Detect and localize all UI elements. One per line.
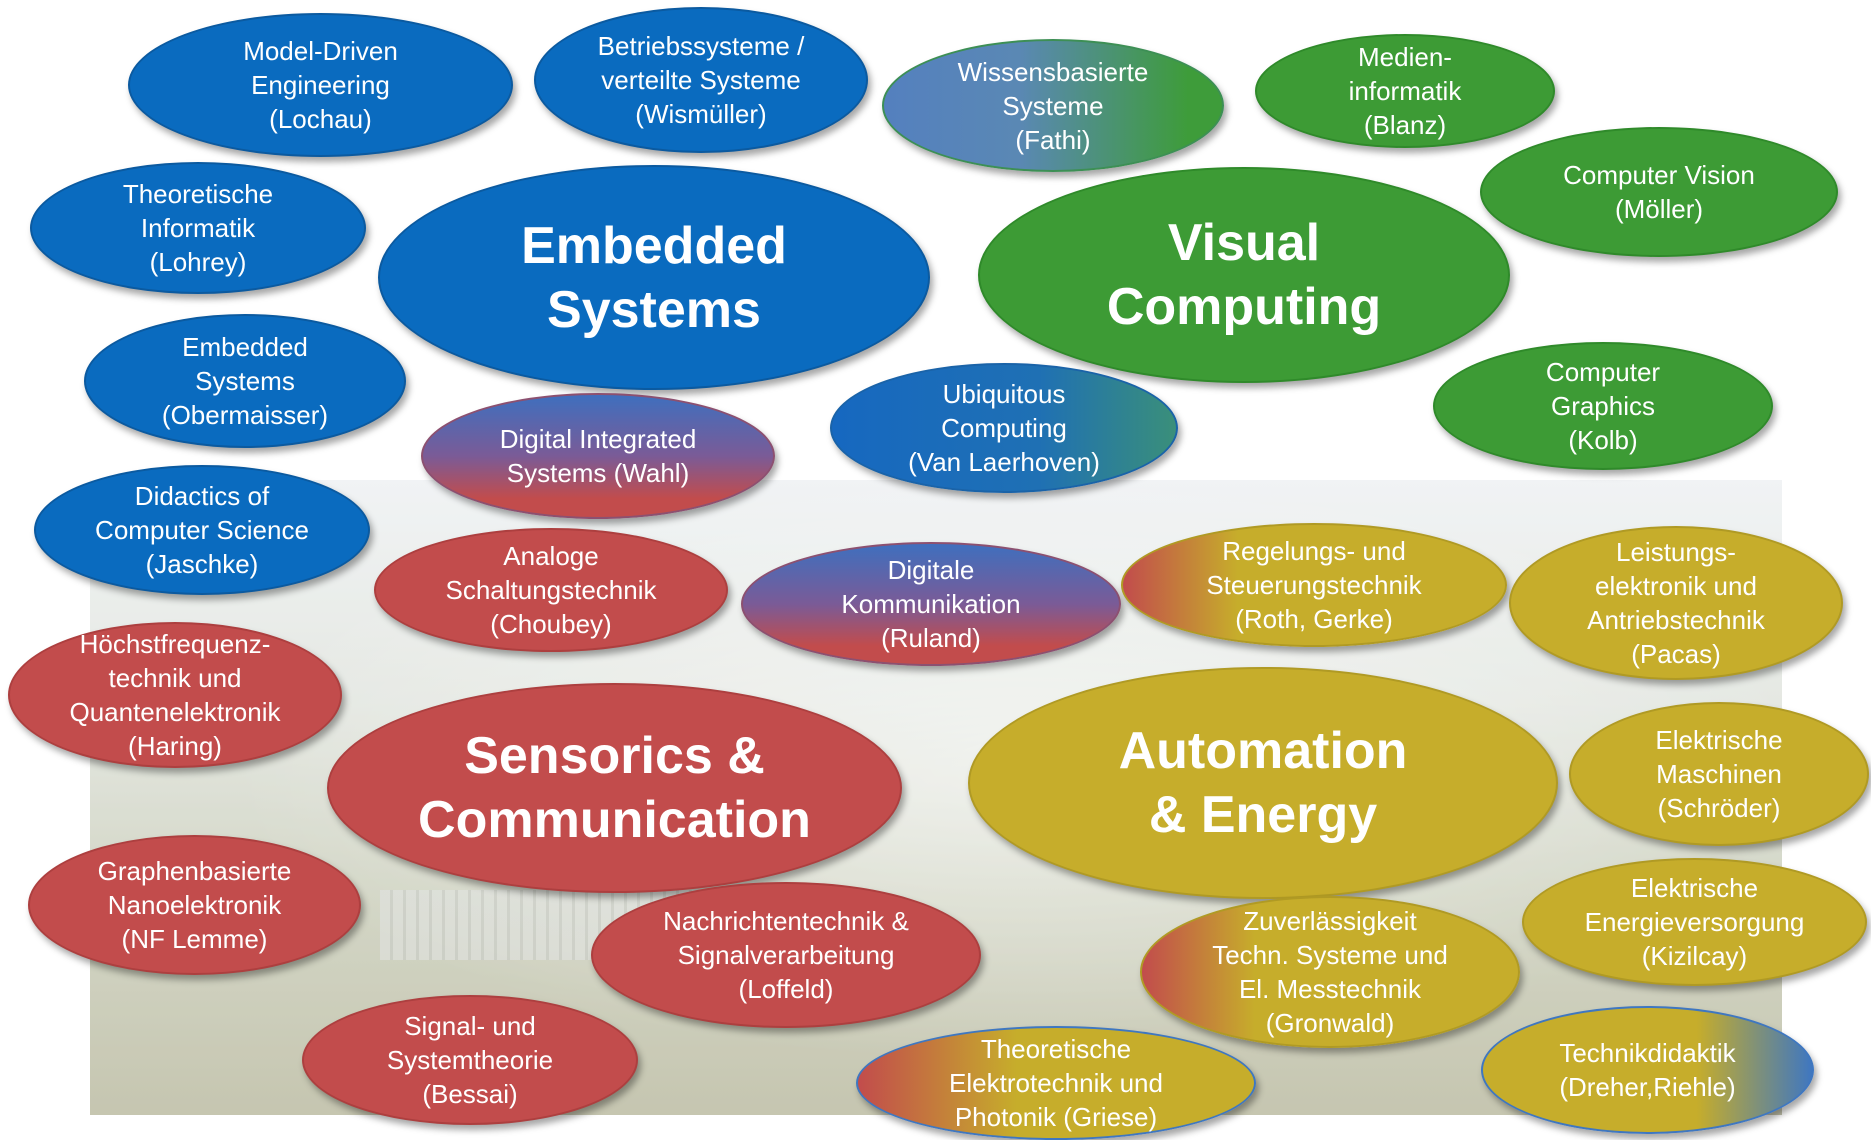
topic-technikdidaktik: Technikdidaktik (Dreher,Riehle) [1481,1006,1814,1134]
topic-label: Digitale Kommunikation (Ruland) [841,555,1021,653]
core-automation-energy: Automation & Energy [968,667,1558,899]
topic-elektrische-maschinen: Elektrische Maschinen (Schröder) [1569,702,1869,846]
core-label: Sensorics & Communication [418,727,811,849]
topic-signal-systemtheorie: Signal- und Systemtheorie (Bessai) [302,995,638,1125]
topic-label: Model-Driven Engineering (Lochau) [243,36,398,134]
topic-label: Elektrische Energieversorgung (Kizilcay) [1584,873,1805,971]
topic-wissensbasierte-systeme: Wissensbasierte Systeme (Fathi) [882,39,1224,172]
topic-elektrische-energieversorgung: Elektrische Energieversorgung (Kizilcay) [1522,858,1867,986]
topic-ubiquitous-computing: Ubiquitous Computing (Van Laerhoven) [830,363,1178,493]
topic-label: Computer Vision (Möller) [1563,160,1755,224]
topic-label: Embedded Systems (Obermaisser) [161,332,329,430]
topic-embedded-systems-obermaisser: Embedded Systems (Obermaisser) [84,314,406,448]
core-sensorics-communication: Sensorics & Communication [327,683,902,893]
topic-label: Analoge Schaltungstechnik (Choubey) [445,541,657,639]
topic-medieninformatik: Medien- informatik (Blanz) [1255,34,1555,148]
topic-label: Höchstfrequenz- technik und Quantenelekt… [69,629,281,761]
topic-didactics-computer-science: Didactics of Computer Science (Jaschke) [34,465,370,595]
core-embedded-systems: Embedded Systems [378,165,930,390]
topic-label: Nachrichtentechnik & Signalverarbeitung … [663,906,909,1004]
topic-zuverlaessigkeit: Zuverlässigkeit Techn. Systeme und El. M… [1140,896,1520,1048]
topic-regelungs-steuerungstechnik: Regelungs- und Steuerungstechnik (Roth, … [1121,523,1507,647]
topic-label: Betriebssysteme / verteilte Systeme (Wis… [597,31,805,129]
topic-computer-vision: Computer Vision (Möller) [1480,127,1838,257]
topic-nachrichtentechnik: Nachrichtentechnik & Signalverarbeitung … [591,882,981,1028]
topic-hoechstfrequenztechnik: Höchstfrequenz- technik und Quantenelekt… [8,622,342,768]
topic-theoretische-elektrotechnik: Theoretische Elektrotechnik und Photonik… [856,1026,1256,1140]
topic-theoretische-informatik: Theoretische Informatik (Lohrey) [30,162,366,294]
topic-label: Elektrische Maschinen (Schröder) [1655,725,1783,823]
topic-label: Zuverlässigkeit Techn. Systeme und El. M… [1212,906,1448,1038]
core-label: Visual Computing [1106,214,1382,336]
topic-label: Leistungs- elektronik und Antriebstechni… [1587,537,1765,669]
topic-betriebssysteme: Betriebssysteme / verteilte Systeme (Wis… [534,7,868,153]
topic-analoge-schaltungstechnik: Analoge Schaltungstechnik (Choubey) [374,528,728,652]
topic-label: Medien- informatik (Blanz) [1348,42,1462,140]
topic-label: Signal- und Systemtheorie (Bessai) [386,1011,554,1109]
topic-label: Didactics of Computer Science (Jaschke) [95,481,309,579]
topic-leistungselektronik: Leistungs- elektronik und Antriebstechni… [1509,526,1843,680]
core-label: Embedded Systems [521,216,787,339]
topic-label: Ubiquitous Computing (Van Laerhoven) [908,379,1100,477]
topic-model-driven-engineering: Model-Driven Engineering (Lochau) [128,13,513,157]
topic-label: Regelungs- und Steuerungstechnik (Roth, … [1206,536,1422,634]
topic-computer-graphics: Computer Graphics (Kolb) [1433,342,1773,470]
topic-label: Graphenbasierte Nanoelektronik (NF Lemme… [97,856,292,954]
topic-label: Digital Integrated Systems (Wahl) [499,424,697,488]
topic-graphenbasierte-nanoelektronik: Graphenbasierte Nanoelektronik (NF Lemme… [28,835,361,975]
core-label: Automation & Energy [1118,722,1408,844]
topic-label: Technikdidaktik (Dreher,Riehle) [1559,1038,1736,1102]
topic-label: Wissensbasierte Systeme (Fathi) [957,56,1149,155]
core-visual-computing: Visual Computing [978,167,1510,383]
topic-label: Theoretische Elektrotechnik und Photonik… [949,1034,1163,1132]
topic-label: Theoretische Informatik (Lohrey) [122,179,274,277]
topic-digitale-kommunikation: Digitale Kommunikation (Ruland) [741,542,1121,666]
topic-digital-integrated-systems: Digital Integrated Systems (Wahl) [421,393,775,519]
topic-label: Computer Graphics (Kolb) [1545,357,1661,455]
